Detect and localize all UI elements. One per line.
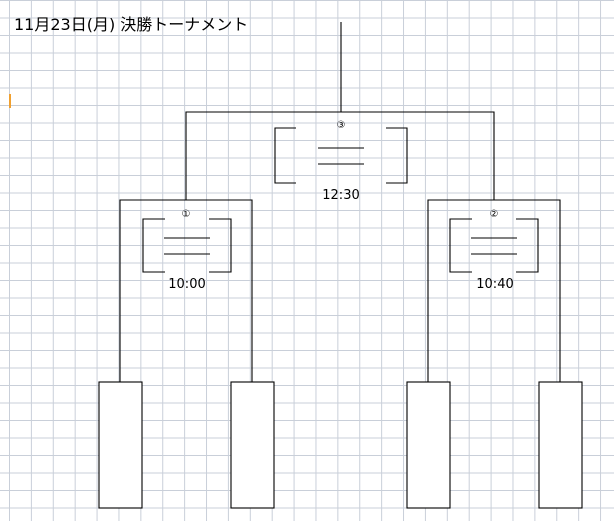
team-slot-1 xyxy=(98,381,143,509)
final-score-box xyxy=(274,127,408,184)
semi-left-match-time: 10:00 xyxy=(168,277,205,292)
semi-left-score-box xyxy=(142,218,232,273)
final-match-number: ③ xyxy=(337,120,346,131)
cell-cursor-marker xyxy=(9,94,11,108)
semi-left-match-number: ① xyxy=(182,209,191,220)
final-match-time: 12:30 xyxy=(322,188,359,203)
semi-right-match-number: ② xyxy=(490,209,499,220)
final-bracket-line xyxy=(185,111,495,200)
semi-left-bracket-line xyxy=(119,199,253,382)
team-slot-4 xyxy=(538,381,583,509)
team-slot-3 xyxy=(406,381,451,509)
team-slot-2 xyxy=(230,381,275,509)
semi-right-bracket-line xyxy=(427,199,561,382)
semi-right-match-time: 10:40 xyxy=(476,277,513,292)
page-title: 11月23日(月) 決勝トーナメント xyxy=(14,15,249,34)
semi-right-score-box xyxy=(449,218,539,273)
